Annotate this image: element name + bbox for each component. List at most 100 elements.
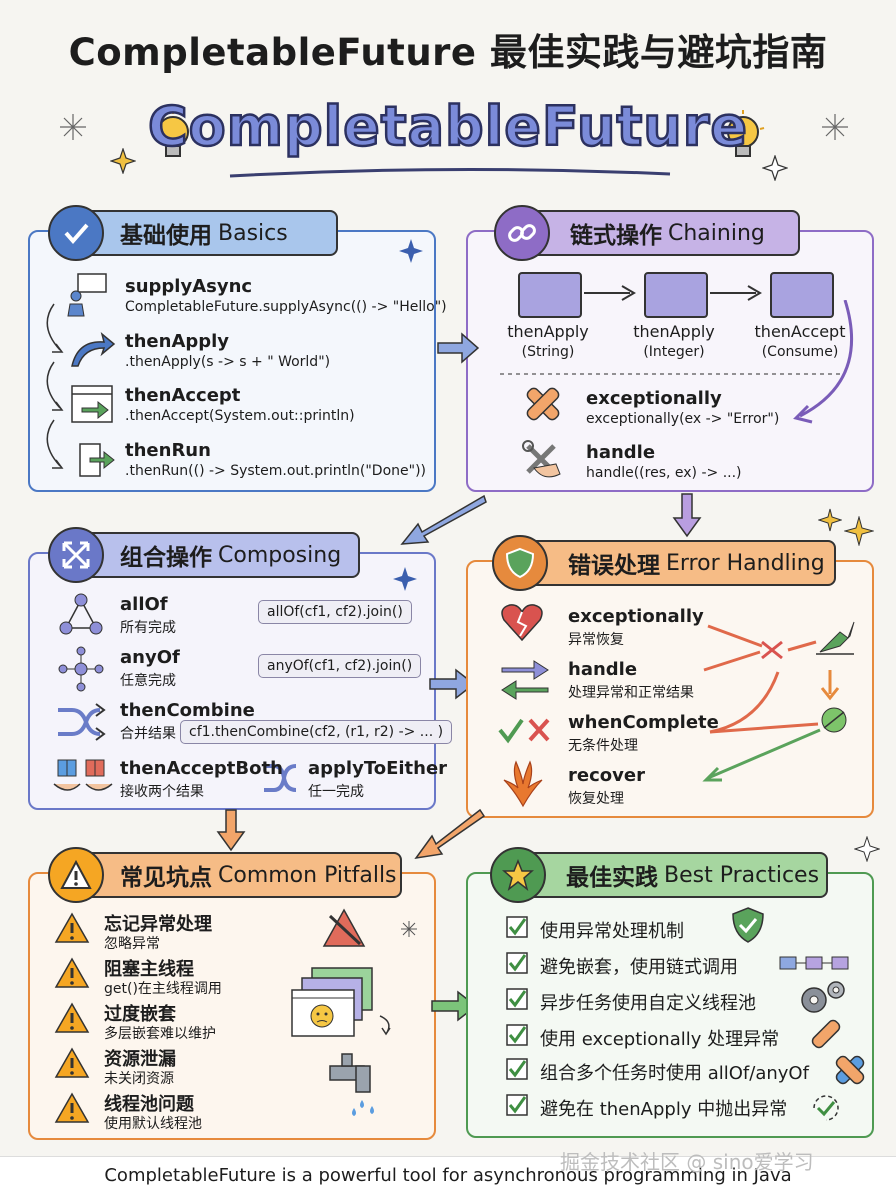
- errors-item-name: recover: [568, 765, 645, 786]
- arrow-down-icon: [216, 809, 246, 852]
- sparkle-icon: [60, 114, 86, 140]
- checkbox-checked-icon: [506, 1094, 528, 1116]
- hero-title: CompletableFuture: [147, 94, 748, 160]
- pitfall-name: 阻塞主线程: [104, 959, 194, 980]
- chaining-title-en: Chaining: [668, 220, 765, 246]
- basics-item-code: .thenRun(() -> System.out.println("Done"…: [125, 463, 426, 479]
- chain-link-icon: [494, 205, 550, 261]
- page-title: CompletableFuture 最佳实践与避坑指南: [68, 31, 828, 74]
- gears-icon: [801, 981, 845, 1013]
- bandage-icon: [811, 1019, 841, 1049]
- sparkle-icon: [399, 239, 423, 263]
- errors-item-desc: 异常恢复: [568, 632, 624, 648]
- pitfall-desc: 使用默认线程池: [104, 1116, 202, 1132]
- star-sparkle-icon: [762, 155, 788, 181]
- checkbox-checked-icon: [506, 1024, 528, 1046]
- shield-check-icon: [732, 907, 764, 943]
- chaining-title-cn: 链式操作: [570, 223, 662, 249]
- lightbulb-icon: [151, 110, 195, 157]
- pitfall-desc: 忽略异常: [104, 936, 160, 952]
- arrow-right-icon: [437, 332, 480, 364]
- errors-item-name: handle: [568, 659, 638, 680]
- composing-both-desc: 接收两个结果: [120, 784, 204, 800]
- composing-title-en: Composing: [218, 542, 342, 568]
- basics-item-code: .thenApply(s -> s + " World"): [125, 354, 331, 370]
- basics-item-name: thenApply: [125, 331, 230, 352]
- pitfall-desc: 未关闭资源: [104, 1071, 174, 1087]
- check-icon: [48, 205, 104, 261]
- composing-header: 组合操作 Composing: [62, 532, 360, 578]
- hero-underline: [229, 167, 671, 178]
- errors-item-desc: 恢复处理: [568, 791, 624, 807]
- window-enter-icon: [71, 385, 113, 423]
- errors-item-desc: 处理异常和正常结果: [568, 685, 694, 701]
- shuffle-icon: [58, 703, 106, 741]
- basics-item-code: .thenAccept(System.out::println): [125, 408, 355, 424]
- checkbox-checked-icon: [506, 1058, 528, 1080]
- stacked-windows-icon: [291, 967, 391, 1037]
- basics-item-name: thenAccept: [125, 385, 241, 406]
- presenter-icon: [67, 273, 107, 317]
- chain-step-sub: (Consume): [761, 344, 839, 360]
- network-nodes-icon: [59, 593, 103, 635]
- arrow-right-icon: [710, 285, 762, 301]
- leaking-faucet-icon: [329, 1053, 374, 1116]
- best-header: 最佳实践 Best Practices: [508, 852, 828, 898]
- warning-icon: [54, 912, 90, 943]
- chaining-item-name: handle: [586, 442, 656, 463]
- best-practice-item: 使用异常处理机制: [540, 921, 684, 942]
- composing-item-code: allOf(cf1, cf2).join(): [258, 600, 412, 624]
- warning-icon: [54, 1092, 90, 1123]
- warning-icon: [54, 1002, 90, 1033]
- pitfall-desc: 多层嵌套难以维护: [104, 1026, 216, 1042]
- sparkle-icon: [854, 836, 880, 862]
- sparkle-icon: [393, 567, 417, 591]
- pitfall-name: 资源泄漏: [104, 1049, 176, 1070]
- bandage-cross-icon: [526, 387, 560, 421]
- best-practice-item: 使用 exceptionally 处理异常: [540, 1029, 780, 1050]
- composing-either-desc: 任一完成: [308, 784, 364, 800]
- pitfall-name: 过度嵌套: [104, 1004, 176, 1025]
- warning-icon: [54, 1047, 90, 1078]
- errors-item-desc: 无条件处理: [568, 738, 638, 754]
- lightbulb-icon: [721, 110, 765, 157]
- pitfall-name: 线程池问题: [104, 1094, 194, 1115]
- best-practice-item: 避免在 thenApply 中抛出异常: [540, 1099, 788, 1120]
- merge-arrows-icon: [48, 527, 104, 583]
- chaining-item-code: exceptionally(ex -> "Error"): [586, 411, 780, 427]
- checkbox-checked-icon: [506, 988, 528, 1010]
- errors-item-name: whenComplete: [568, 712, 719, 733]
- checkbox-checked-icon: [506, 916, 528, 938]
- sparkle-icon: [844, 516, 874, 546]
- chaining-header: 链式操作 Chaining: [512, 210, 800, 256]
- hub-nodes-icon: [58, 646, 104, 692]
- watermark: 掘金技术社区 @ sino爱学习: [560, 1150, 814, 1174]
- composing-item-code: anyOf(cf1, cf2).join(): [258, 654, 422, 678]
- sparkle-icon: [818, 508, 842, 532]
- arrow-down-left-icon: [400, 494, 487, 545]
- chain-step-box: [644, 272, 708, 318]
- arrow-down-left-icon: [414, 808, 486, 860]
- exit-door-icon: [79, 443, 115, 477]
- best-title-cn: 最佳实践: [566, 865, 658, 891]
- sparkle-icon: [401, 921, 417, 937]
- composing-item-desc: 合并结果: [120, 726, 176, 742]
- best-practice-item: 避免嵌套，使用链式调用: [540, 957, 738, 978]
- composing-item-name: thenCombine: [120, 700, 255, 721]
- errors-title-en: Error Handling: [666, 550, 825, 576]
- composing-item-code: cf1.thenCombine(cf2, (r1, r2) -> ... ): [180, 720, 453, 744]
- chain-step-name: thenApply: [633, 322, 715, 341]
- errors-title-cn: 错误处理: [568, 553, 660, 579]
- warning-icon: [48, 847, 104, 903]
- chain-step-sub: (Integer): [643, 344, 705, 360]
- composing-item-name: allOf: [120, 594, 168, 615]
- shield-icon: [492, 535, 548, 591]
- no-sign-triangle-icon: [322, 908, 366, 947]
- flow-arrows: [46, 303, 64, 469]
- composing-both-name: thenAcceptBoth: [120, 758, 283, 779]
- errors-header: 错误处理 Error Handling: [510, 540, 836, 586]
- composing-either-name: applyToEither: [308, 758, 448, 779]
- warning-icon: [54, 957, 90, 988]
- chain-steps-icon: [779, 956, 849, 970]
- chain-step-name: thenAccept: [754, 322, 846, 341]
